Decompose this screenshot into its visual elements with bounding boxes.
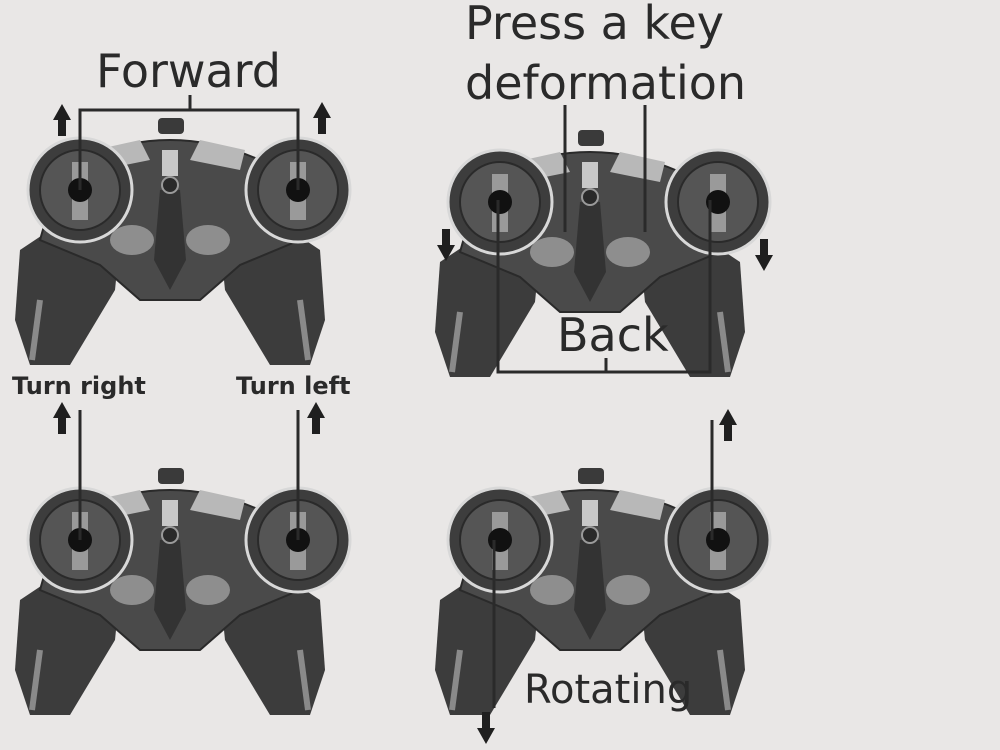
rotating-lines bbox=[492, 420, 714, 708]
forward-label: Forward bbox=[96, 44, 281, 98]
forward-bracket bbox=[78, 95, 300, 190]
back-label: Back bbox=[557, 308, 669, 362]
deformation-pointers bbox=[563, 105, 647, 232]
arrow-up-icon bbox=[313, 102, 331, 134]
turn-left-label: Turn left bbox=[236, 372, 351, 400]
rotating-label: Rotating bbox=[524, 667, 693, 713]
turn-right-label: Turn right bbox=[12, 372, 146, 400]
arrow-down-icon bbox=[755, 239, 773, 271]
press-key-label: Press a key bbox=[465, 0, 725, 50]
back-bracket bbox=[496, 200, 712, 374]
controller-turn-icon bbox=[15, 468, 350, 715]
arrow-up-icon bbox=[53, 104, 71, 136]
turn-lines bbox=[78, 410, 300, 540]
arrow-down-icon bbox=[477, 712, 495, 744]
arrow-up-icon bbox=[307, 402, 325, 434]
arrow-up-icon bbox=[719, 409, 737, 441]
arrow-up-icon bbox=[53, 402, 71, 434]
deformation-label: deformation bbox=[465, 56, 747, 110]
controller-forward-icon bbox=[15, 118, 350, 365]
